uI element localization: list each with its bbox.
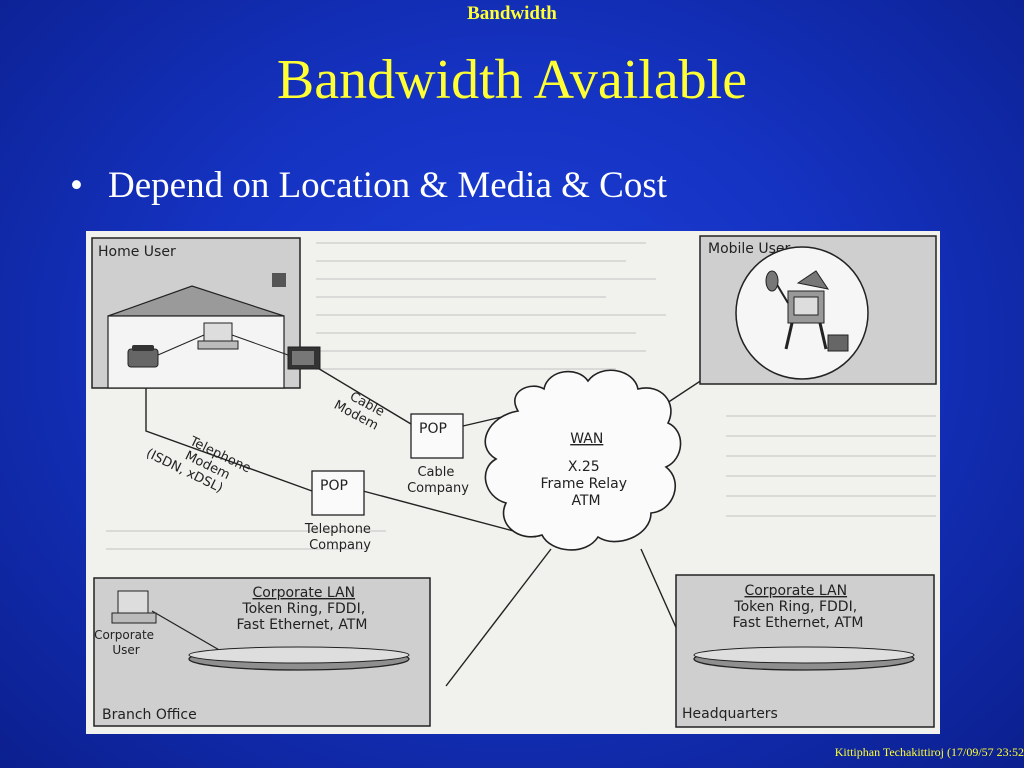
slide-title: Bandwidth Available [276,49,748,111]
home-user-label: Home User [98,244,176,260]
branch-user-link [151,610,222,652]
corporate-user-line-1: Corporate [94,628,154,642]
cable-company-line-2: Company [407,481,469,496]
background-texture [106,242,936,550]
cable-company-label: Cable Company [407,465,469,496]
computer-icon [197,322,239,350]
hq-lan-line-1: Corporate LAN [744,583,847,599]
hq-lan-label: Corporate LAN Token Ring, FDDI, Fast Eth… [733,583,864,631]
bullet-dot: • [70,165,83,206]
wan-line-2: X.25 [568,459,600,475]
slide-footer: Kittiphan Techakittiroj (17/09/57 23:52 [834,745,1024,759]
telephone-icon [127,345,159,368]
branch-lan-line-2: Token Ring, FDDI, [241,601,365,617]
laptop-person-icon [765,270,849,352]
pop-cable-label: POP [419,421,447,437]
house-icon [107,273,286,389]
wan-line-3: Frame Relay [541,476,628,492]
branch-office-label: Branch Office [102,707,197,723]
hq-lan-line-3: Fast Ethernet, ATM [733,615,864,631]
branch-lan-line-3: Fast Ethernet, ATM [237,617,368,633]
corporate-user-line-2: User [112,643,139,657]
branch-lan-ring [188,646,410,671]
telephone-modem-label: Telephone Modem (ISDN, xDSL) [144,419,257,505]
wan-line-1: WAN [570,431,603,447]
wan-label: WAN X.25 Frame Relay ATM [541,431,632,509]
cable-company-line-1: Cable [417,465,454,480]
pop-cable-box [410,413,464,459]
pop-telephone-label: POP [320,478,348,494]
bullet-text: Depend on Location & Media & Cost [108,165,668,206]
tv-icon [287,346,321,370]
branch-lan-line-1: Corporate LAN [252,585,355,601]
telephone-company-label: Telephone Company [304,522,375,553]
wan-line-4: ATM [571,493,600,509]
corporate-user-label: Corporate User [94,628,158,657]
network-diagram-svg: Home User Mobile User [91,235,937,728]
telephone-company-line-1: Telephone [304,522,371,537]
wan-cloud [484,369,682,551]
pop-telephone-box [311,470,365,516]
network-diagram: Home User Mobile User [86,231,940,734]
slide-header: Bandwidth [467,3,557,24]
hq-lan-ring [693,646,915,671]
home-wiring [157,334,289,356]
hq-lan-line-2: Token Ring, FDDI, [733,599,857,615]
headquarters-label: Headquarters [682,706,778,722]
bullet-item: • Depend on Location & Media & Cost [70,163,667,209]
branch-lan-label: Corporate LAN Token Ring, FDDI, Fast Eth… [237,585,370,633]
telephone-company-line-2: Company [309,538,371,553]
mobile-user-label: Mobile User [708,241,791,257]
cable-modem-label: Cable Modem [331,385,390,435]
corporate-computer-icon [111,590,157,624]
